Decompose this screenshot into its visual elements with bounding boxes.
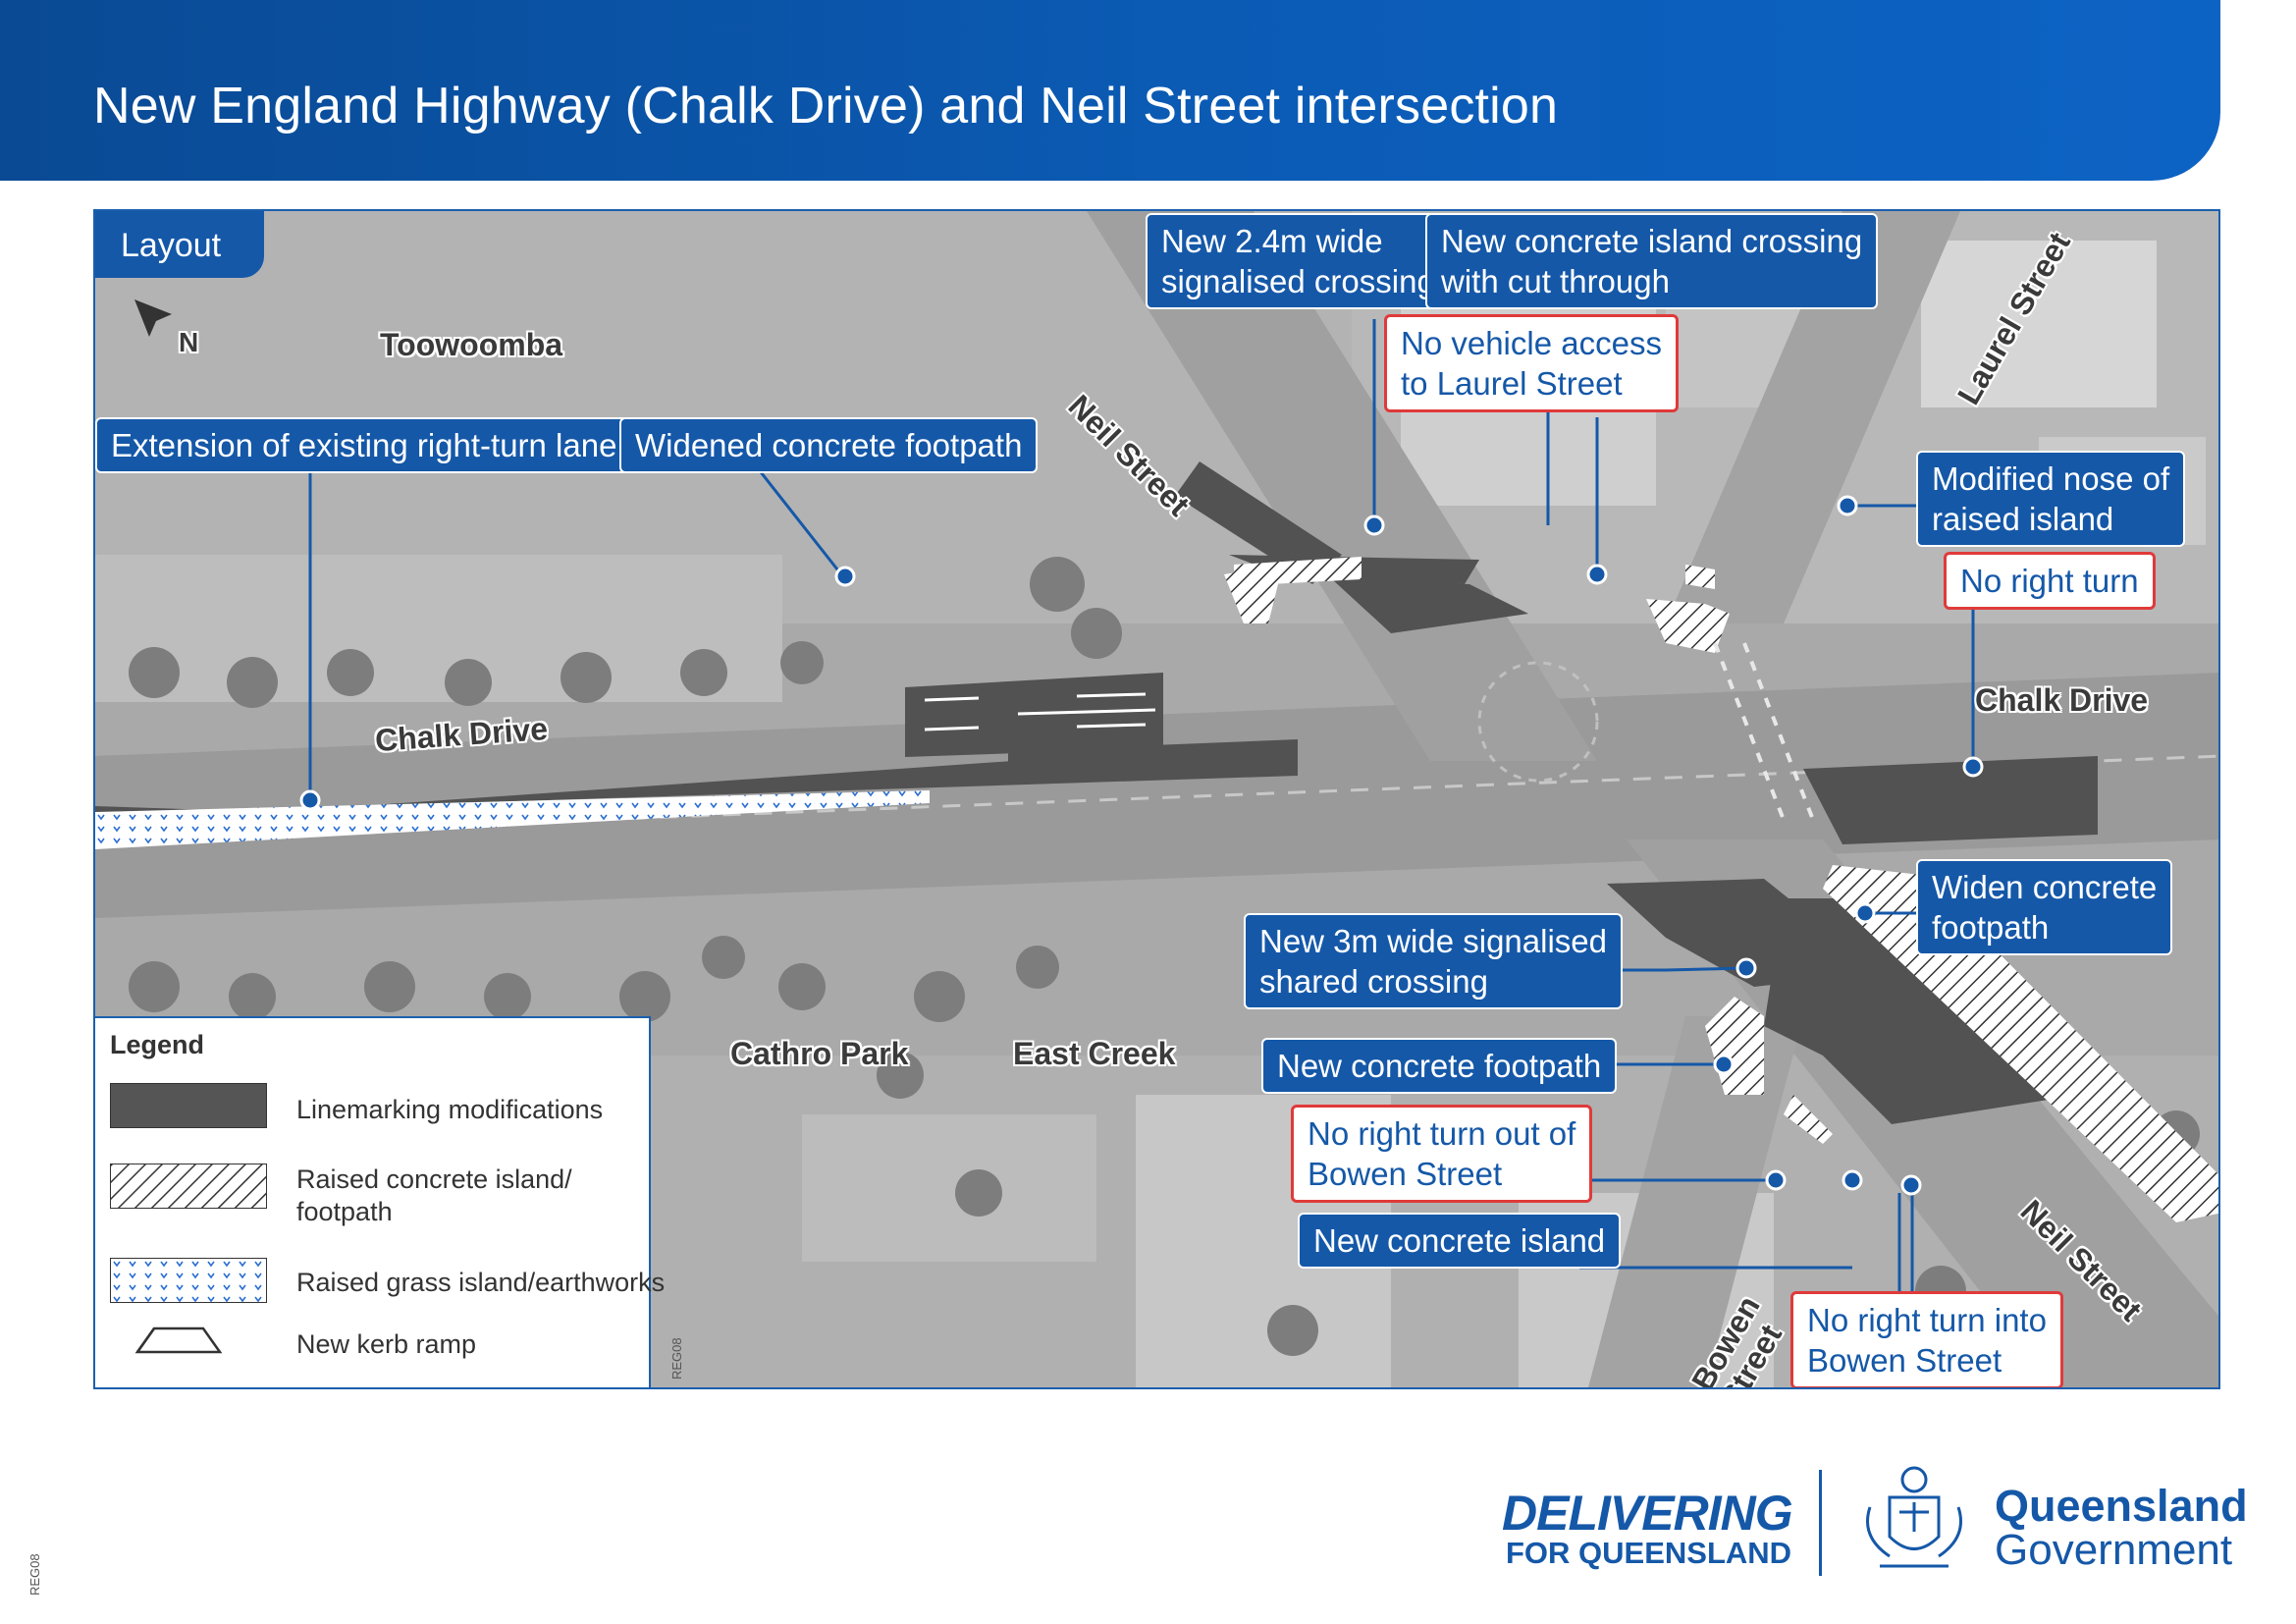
- callout-no-right-turn[interactable]: No right turn: [1944, 552, 2156, 610]
- legend-swatch-linemarking: [110, 1083, 267, 1128]
- callout-widen-footpath[interactable]: Widen concrete footpath: [1916, 859, 2173, 955]
- page-ref: REG08: [27, 1553, 42, 1596]
- legend-label-kerb-ramp: New kerb ramp: [296, 1329, 477, 1359]
- queensland-logo-line-2: Government: [1995, 1526, 2233, 1574]
- callout-no-right-out-bowen[interactable]: No right turn out of Bowen Street: [1291, 1105, 1593, 1203]
- delivering-logo-line-2: FOR QUEENSLAND: [1506, 1536, 1792, 1570]
- legend-swatch-grass: [110, 1258, 267, 1303]
- logo-divider: [1819, 1470, 1822, 1576]
- callout-right-turn-lane[interactable]: Extension of existing right-turn lane: [95, 417, 633, 473]
- queensland-logo-line-1: Queensland: [1995, 1481, 2248, 1531]
- place-chalk-drive-east: Chalk Drive: [1975, 682, 2149, 718]
- callout-modified-nose[interactable]: Modified nose of raised island: [1916, 451, 2186, 547]
- callout-signalised-crossing[interactable]: New 2.4m wide signalised crossing: [1146, 213, 1451, 309]
- north-arrow-icon: [134, 299, 172, 337]
- callout-no-right-into-bowen[interactable]: No right turn into Bowen Street: [1790, 1291, 2063, 1387]
- legend-swatch-concrete: [110, 1164, 267, 1209]
- callout-shared-crossing[interactable]: New 3m wide signalised shared crossing: [1244, 913, 1623, 1009]
- page-header: New England Highway (Chalk Drive) and Ne…: [0, 0, 2220, 181]
- north-label: N: [179, 327, 199, 357]
- page-title: New England Highway (Chalk Drive) and Ne…: [93, 78, 1559, 135]
- legend: Legend Linemarking modifications Raised …: [95, 1016, 665, 1387]
- queensland-crest-icon: [1866, 1466, 1962, 1568]
- callout-new-footpath[interactable]: New concrete footpath: [1261, 1038, 1618, 1094]
- legend-label-concrete: Raised concrete island/ footpath: [296, 1164, 572, 1226]
- layout-tab[interactable]: Layout: [95, 211, 264, 278]
- kerb-ramp-icon: [110, 1325, 267, 1358]
- legend-label-grass: Raised grass island/earthworks: [296, 1268, 666, 1297]
- map-frame[interactable]: Layout N Toowoomba Chalk Drive Chalk Dri…: [93, 209, 2220, 1389]
- callout-widened-footpath[interactable]: Widened concrete footpath: [619, 417, 1039, 473]
- legend-label-linemarking: Linemarking modifications: [296, 1095, 604, 1124]
- callout-no-vehicle-access[interactable]: No vehicle access to Laurel Street: [1384, 314, 1679, 412]
- legend-title: Legend: [110, 1030, 205, 1059]
- callout-new-island[interactable]: New concrete island: [1298, 1213, 1622, 1269]
- place-cathro-park: Cathro Park: [730, 1036, 909, 1071]
- place-toowoomba: Toowoomba: [380, 327, 563, 362]
- delivering-logo-line-1: DELIVERING: [1502, 1486, 1793, 1541]
- callout-island-crossing[interactable]: New concrete island crossing with cut th…: [1425, 213, 1879, 309]
- place-east-creek: East Creek: [1013, 1036, 1176, 1071]
- map-ref: REG08: [669, 1337, 684, 1380]
